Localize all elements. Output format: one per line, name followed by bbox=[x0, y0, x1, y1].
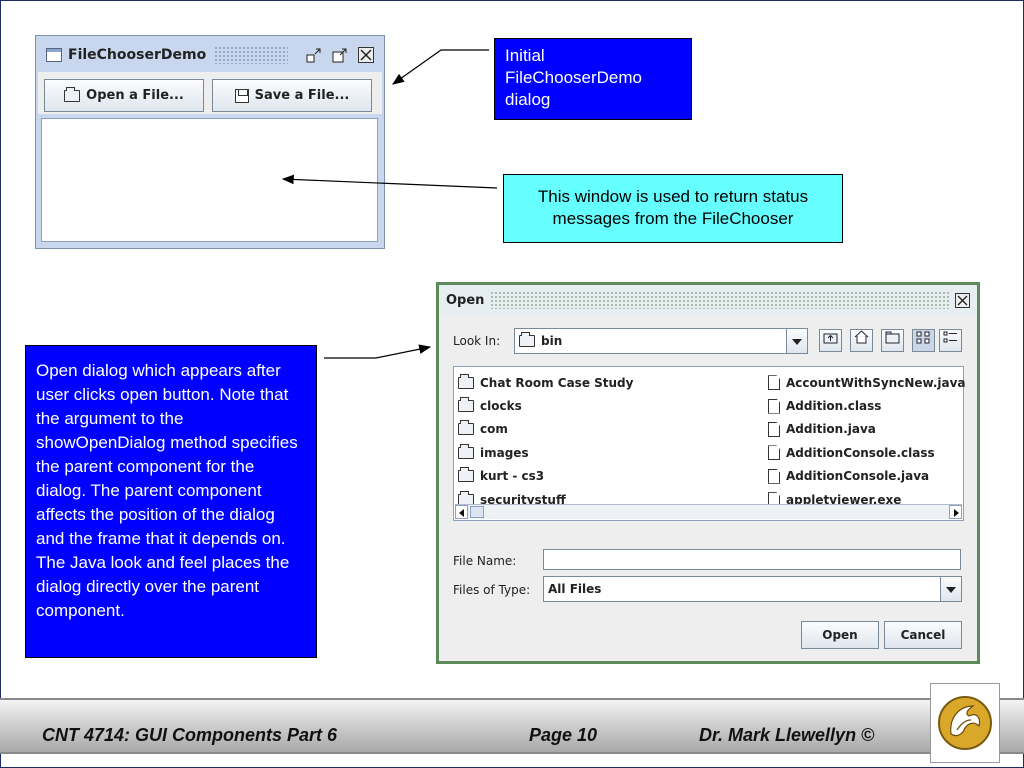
filechooserdemo-window: FileChooserDemo Open a File... Save a Fi… bbox=[35, 35, 385, 249]
file-name: appletviewer.exe bbox=[786, 492, 902, 507]
folder-name: com bbox=[480, 422, 508, 437]
minimize-icon[interactable] bbox=[306, 47, 322, 63]
demo-window-title: FileChooserDemo bbox=[68, 47, 207, 63]
list-item[interactable]: com bbox=[458, 418, 633, 441]
scroll-left-icon[interactable] bbox=[455, 505, 468, 519]
file-name: AdditionConsole.java bbox=[786, 469, 930, 484]
look-in-combo[interactable]: bin bbox=[514, 328, 808, 354]
look-in-label: Look In: bbox=[453, 334, 501, 348]
list-item[interactable]: securitystuff bbox=[458, 488, 633, 511]
file-icon bbox=[768, 398, 780, 414]
folder-icon bbox=[519, 332, 535, 347]
open-a-file-button[interactable]: Open a File... bbox=[44, 79, 204, 112]
file-list[interactable]: Chat Room Case Study clocks com images kurt … bbox=[453, 366, 966, 521]
list-item[interactable]: Addition.java bbox=[768, 418, 966, 441]
file-name-label: File Name: bbox=[453, 554, 517, 568]
save-a-file-label: Save a File... bbox=[254, 88, 350, 103]
folder-icon bbox=[458, 397, 474, 413]
file-name: Addition.class bbox=[786, 399, 882, 414]
ucf-pegasus-logo bbox=[930, 683, 1000, 763]
folder-icon bbox=[458, 490, 474, 506]
files-of-type-label: Files of Type: bbox=[453, 583, 531, 597]
scroll-right-icon[interactable] bbox=[949, 505, 962, 519]
folder-icon bbox=[458, 443, 474, 459]
list-item[interactable]: images bbox=[458, 441, 633, 464]
home-button[interactable] bbox=[850, 329, 873, 352]
details-view-button[interactable] bbox=[939, 329, 962, 352]
file-name: AdditionConsole.class bbox=[786, 445, 935, 460]
folder-name: securitystuff bbox=[480, 492, 566, 507]
files-of-type-value: All Files bbox=[548, 582, 602, 596]
titlebar-grip bbox=[490, 291, 949, 309]
open-dialog-title: Open bbox=[446, 292, 485, 308]
open-button[interactable]: Open bbox=[801, 621, 879, 649]
save-disk-icon bbox=[234, 88, 249, 103]
list-item[interactable]: appletviewer.exe bbox=[768, 488, 966, 511]
folder-column: Chat Room Case Study clocks com images kurt … bbox=[458, 371, 633, 511]
slide-footer: CNT 4714: GUI Components Part 6 Page 10 … bbox=[0, 698, 1024, 754]
open-dialog: Open Look In: bin Chat Room Case Study cl… bbox=[436, 282, 980, 664]
open-folder-icon bbox=[64, 86, 81, 102]
list-item[interactable]: Addition.class bbox=[768, 394, 966, 417]
titlebar-grip bbox=[214, 46, 288, 64]
file-icon bbox=[768, 375, 780, 391]
chevron-down-icon[interactable] bbox=[940, 577, 961, 601]
folder-icon bbox=[458, 420, 474, 436]
footer-author: Dr. Mark Llewellyn © bbox=[699, 725, 875, 745]
callout-open-dialog-note: Open dialog which appears after user cli… bbox=[25, 345, 317, 658]
file-name-field[interactable] bbox=[543, 549, 961, 570]
folder-name: Chat Room Case Study bbox=[480, 375, 634, 390]
arrow-to-open-dialog bbox=[324, 344, 432, 359]
chevron-down-icon[interactable] bbox=[786, 329, 807, 353]
open-button-label: Open bbox=[822, 628, 858, 642]
cancel-button-label: Cancel bbox=[900, 628, 946, 642]
list-item[interactable]: AdditionConsole.java bbox=[768, 465, 966, 488]
list-item[interactable]: AccountWithSyncNew.java bbox=[768, 371, 966, 394]
demo-button-bar: Open a File... Save a File... bbox=[38, 72, 382, 114]
folder-icon bbox=[458, 373, 474, 389]
window-app-icon bbox=[46, 48, 62, 62]
file-icon bbox=[768, 445, 780, 461]
look-in-value: bin bbox=[541, 334, 563, 348]
folder-icon bbox=[458, 467, 474, 483]
save-a-file-button[interactable]: Save a File... bbox=[212, 79, 372, 112]
file-icon bbox=[768, 421, 780, 437]
callout-status-window: This window is used to return status mes… bbox=[503, 174, 843, 243]
list-item[interactable]: AdditionConsole.class bbox=[768, 441, 966, 464]
folder-name: images bbox=[480, 445, 529, 460]
footer-course-title: CNT 4714: GUI Components Part 6 bbox=[42, 725, 338, 745]
list-item[interactable]: clocks bbox=[458, 394, 633, 417]
up-one-level-button[interactable] bbox=[819, 329, 842, 352]
list-view-button[interactable] bbox=[912, 329, 935, 352]
open-a-file-label: Open a File... bbox=[86, 88, 184, 103]
files-of-type-combo[interactable]: All Files bbox=[543, 576, 962, 602]
folder-name: kurt - cs3 bbox=[480, 469, 545, 484]
open-dialog-titlebar[interactable]: Open bbox=[439, 285, 977, 315]
demo-titlebar[interactable]: FileChooserDemo bbox=[38, 38, 382, 72]
close-icon[interactable] bbox=[955, 292, 970, 308]
horizontal-scrollbar[interactable] bbox=[455, 504, 962, 519]
new-folder-button[interactable] bbox=[881, 329, 904, 352]
scrollbar-thumb[interactable] bbox=[470, 506, 484, 518]
file-icon bbox=[768, 468, 780, 484]
file-name: AccountWithSyncNew.java bbox=[786, 375, 966, 390]
status-message-area[interactable] bbox=[41, 118, 378, 242]
file-name: Addition.java bbox=[786, 422, 876, 437]
close-icon[interactable] bbox=[358, 47, 374, 63]
callout-initial-dialog: Initial FileChooserDemo dialog bbox=[494, 38, 692, 120]
list-item[interactable]: Chat Room Case Study bbox=[458, 371, 633, 394]
list-item[interactable]: kurt - cs3 bbox=[458, 465, 633, 488]
maximize-icon[interactable] bbox=[332, 47, 348, 63]
cancel-button[interactable]: Cancel bbox=[884, 621, 962, 649]
footer-page-number: Page 10 bbox=[529, 725, 598, 745]
folder-name: clocks bbox=[480, 399, 522, 414]
arrow-to-demo-window bbox=[392, 49, 489, 85]
